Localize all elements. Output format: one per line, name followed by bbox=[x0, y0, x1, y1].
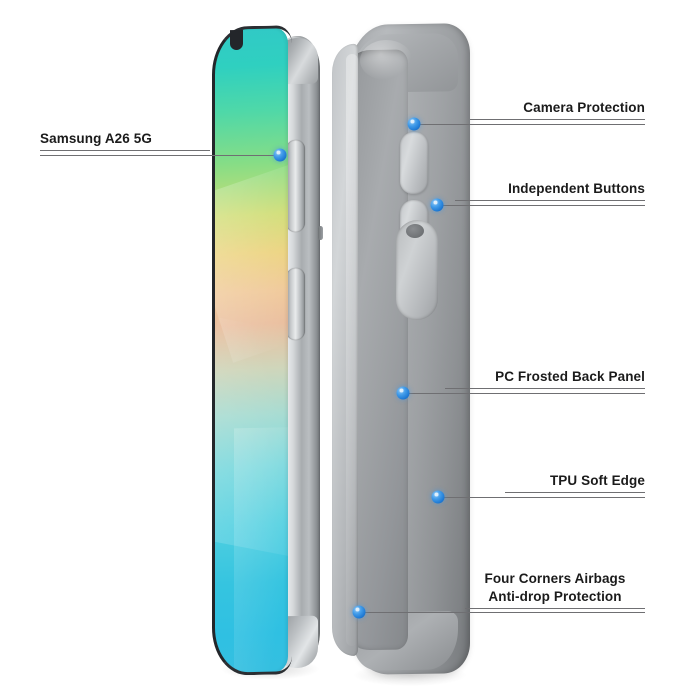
phone-power-button bbox=[286, 139, 305, 233]
callout-phone-model-rule bbox=[40, 150, 210, 151]
marker-pc-frosted-back-panel[interactable] bbox=[396, 386, 410, 400]
callout-independent-buttons: Independent Buttons bbox=[455, 180, 645, 201]
callout-camera-protection: Camera Protection bbox=[470, 99, 645, 120]
leader-line-tpu-soft-edge bbox=[438, 497, 645, 498]
callout-pc-frosted-back-panel-label: PC Frosted Back Panel bbox=[495, 369, 645, 384]
callout-phone-model-label: Samsung A26 5G bbox=[40, 131, 152, 146]
callout-four-corners-airbags-rule bbox=[465, 608, 645, 609]
callout-tpu-soft-edge-rule bbox=[505, 492, 645, 493]
marker-independent-buttons[interactable] bbox=[430, 198, 444, 212]
case-power-button-cover bbox=[400, 131, 428, 195]
marker-tpu-soft-edge[interactable] bbox=[431, 490, 445, 504]
callout-camera-protection-rule bbox=[470, 119, 645, 120]
marker-camera-protection[interactable] bbox=[407, 117, 421, 131]
callout-four-corners-airbags-label-line2: Anti-drop Protection bbox=[488, 589, 622, 604]
callout-independent-buttons-rule bbox=[455, 200, 645, 201]
marker-phone-model[interactable] bbox=[273, 148, 287, 162]
leader-line-four-corners-airbags bbox=[359, 612, 645, 613]
callout-four-corners-airbags: Four Corners Airbags Anti-drop Protectio… bbox=[465, 570, 645, 609]
callout-phone-model: Samsung A26 5G bbox=[40, 130, 210, 151]
phone-illustration bbox=[200, 25, 335, 680]
phone-screen bbox=[214, 27, 288, 674]
callout-pc-frosted-back-panel-rule bbox=[445, 388, 645, 389]
callout-four-corners-airbags-label-line1: Four Corners Airbags bbox=[484, 571, 626, 586]
callout-pc-frosted-back-panel: PC Frosted Back Panel bbox=[445, 368, 645, 389]
callout-camera-protection-label: Camera Protection bbox=[523, 100, 645, 115]
leader-line-camera-protection bbox=[414, 124, 645, 125]
leader-line-phone-model bbox=[40, 155, 280, 156]
leader-line-independent-buttons bbox=[437, 205, 645, 206]
marker-four-corners-airbags[interactable] bbox=[352, 605, 366, 619]
phone-rail-antenna-seam bbox=[318, 225, 323, 241]
case-inner-lip-highlight bbox=[346, 53, 358, 647]
callout-tpu-soft-edge-label: TPU Soft Edge bbox=[549, 473, 645, 488]
screen-highlight-facet-3 bbox=[234, 426, 288, 674]
phone-volume-button bbox=[286, 267, 305, 341]
callout-tpu-soft-edge: TPU Soft Edge bbox=[505, 472, 645, 493]
callout-independent-buttons-label: Independent Buttons bbox=[508, 181, 645, 196]
phone-notch bbox=[230, 29, 243, 51]
leader-line-pc-frosted-back-panel bbox=[403, 393, 645, 394]
case-illustration bbox=[330, 23, 480, 686]
